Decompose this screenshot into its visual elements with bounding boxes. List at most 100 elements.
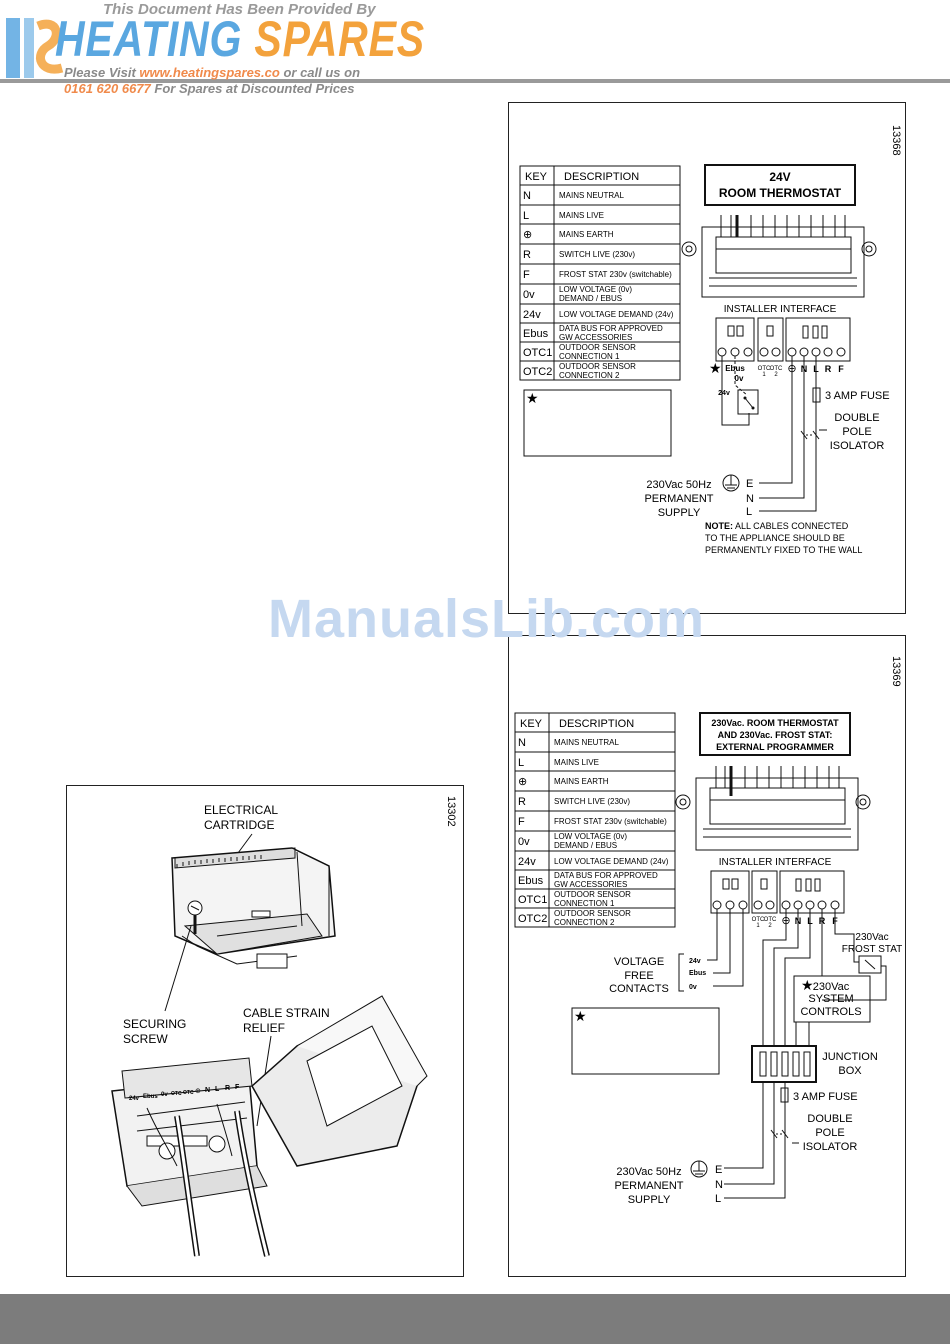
desc-cell: MAINS NEUTRAL [554, 738, 619, 747]
diagram-electrical-cartridge: 13302 ELECTRICAL CARTRIDGE SECURING SCRE… [66, 785, 464, 1277]
term-label-otc2-num: 2 [768, 923, 772, 929]
key-table: KEY DESCRIPTION N MAINS NEUTRAL L MAINS … [514, 712, 676, 928]
thermostat-title-2: ROOM THERMOSTAT [719, 186, 842, 200]
supply-e: E [715, 1164, 722, 1176]
key-cell: OTC1 [518, 894, 547, 906]
sys-label-2: SYSTEM [808, 993, 853, 1005]
manualslib-watermark: ManualsLib.com [268, 589, 706, 649]
cartridge-label-2: CARTRIDGE [204, 818, 274, 832]
key-cell: N [523, 190, 531, 202]
vfc-label-2: FREE [624, 970, 653, 982]
figure-number: 13369 [890, 656, 902, 687]
desc-cell: SWITCH LIVE (230v) [559, 250, 635, 259]
desc-cell: FROST STAT 230v (switchable) [554, 817, 667, 826]
desc-cell: OUTDOOR SENSOR [554, 909, 631, 918]
visit-url-link[interactable]: www.heatingspares.co [139, 65, 280, 80]
term-earth: ⊕ [195, 1088, 201, 1095]
banner-provided-by: This Document Has Been Provided By [103, 1, 376, 18]
visit-prefix: Please Visit [64, 65, 136, 80]
key-cell: 0v [518, 836, 530, 848]
note-bold: NOTE: [705, 521, 733, 531]
key-cell: Ebus [523, 328, 549, 340]
terminal-blocks: OTC 1 OTC 2 ⊕ N L R F [710, 870, 845, 929]
key-header: KEY [525, 171, 548, 183]
desc-cell: OUTDOOR SENSOR [559, 362, 636, 371]
terminal-blocks: Ebus OTC 1 OTC 2 ⊕ N L R F 0v 24v ★ [709, 317, 851, 397]
screw-label-2: SCREW [123, 1032, 168, 1046]
desc-cell: MAINS EARTH [559, 230, 614, 239]
screw-label-1: SECURING [123, 1017, 186, 1031]
term-label-otc1-num: 1 [762, 372, 766, 378]
relief-label-1: CABLE STRAIN [243, 1006, 330, 1020]
open-cartridge-drawing: 24v Ebus 0v OTC OTC ⊕ N L R F [111, 995, 428, 1257]
desc-cell: DATA BUS FOR APPROVED [554, 871, 658, 880]
phone-suffix: For Spares at Discounted Prices [154, 81, 355, 96]
term-label-0v: 0v [735, 374, 744, 383]
term-label-otc1: OTC [752, 917, 765, 923]
desc-cell: MAINS NEUTRAL [559, 191, 624, 200]
desc-cell: DATA BUS FOR APPROVED [559, 324, 663, 333]
diagram-24v-thermostat: 13368 KEY DESCRIPTION N MAINS NEUTRAL L … [508, 102, 906, 614]
supply-label-1: 230Vac 50Hz [646, 479, 711, 491]
junction-label-2: BOX [838, 1065, 862, 1077]
cartridge-drawing [171, 847, 336, 969]
key-cell: R [518, 796, 526, 808]
supply-label-1: 230Vac 50Hz [616, 1166, 681, 1178]
isolator-label-3: ISOLATOR [803, 1141, 858, 1153]
key-cell: R [523, 249, 531, 261]
term-ebus: Ebus [143, 1094, 158, 1100]
diagram-230vac-svg: 13369 KEY DESCRIPTION N MAINS NEUTRAL L … [514, 656, 902, 1206]
vfc-label-3: CONTACTS [609, 983, 669, 995]
supply-label-2: PERMANENT [644, 493, 713, 505]
term-label-f: F [838, 364, 844, 374]
desc-header: DESCRIPTION [564, 171, 639, 183]
desc-cell: FROST STAT 230v (switchable) [559, 270, 672, 279]
sys-label-1: 230Vac [813, 981, 850, 993]
star-note-box: ★ [571, 1007, 720, 1075]
frost-stat: 230Vac FROST STAT [822, 909, 902, 1001]
term-r: R [225, 1085, 230, 1092]
term-l: L [215, 1086, 220, 1093]
desc-cell: DEMAND / EBUS [559, 294, 622, 303]
supply-n: N [715, 1179, 723, 1191]
isolator-label-2: POLE [842, 426, 871, 438]
desc-cell: MAINS LIVE [554, 758, 599, 767]
star-marker: ★ [709, 360, 722, 376]
key-cell: OTC2 [518, 913, 547, 925]
desc-cell: LOW VOLTAGE (0v) [559, 285, 632, 294]
term-label-otc2: OTC [764, 917, 777, 923]
desc-cell: MAINS LIVE [559, 211, 604, 220]
term-label-otc2-num: 2 [774, 372, 778, 378]
key-cell: F [523, 269, 530, 281]
key-cell: OTC2 [523, 366, 552, 378]
supply-e: E [746, 478, 753, 490]
vfc-ebus: Ebus [689, 970, 706, 977]
heatingspares-banner: This Document Has Been Provided By HEATI… [0, 0, 950, 100]
term-label-24v: 24v [718, 390, 730, 397]
desc-cell: CONNECTION 2 [554, 918, 615, 927]
visit-suffix: or call us on [283, 65, 361, 80]
key-cell: OTC1 [523, 347, 552, 359]
supply-l: L [715, 1193, 721, 1205]
footer-bar [0, 1294, 950, 1344]
permanent-supply: 230Vac 50Hz PERMANENT SUPPLY E N L [614, 1160, 723, 1206]
star-marker: ★ [801, 977, 814, 993]
diagram-cartridge-svg: 13302 ELECTRICAL CARTRIDGE SECURING SCRE… [111, 796, 457, 1257]
permanent-supply: 230Vac 50Hz PERMANENT SUPPLY E N L [644, 474, 754, 519]
star-icon: ★ [574, 1008, 587, 1024]
desc-cell: CONNECTION 2 [559, 371, 620, 380]
earth-symbol-icon [722, 474, 740, 492]
key-cell: 0v [523, 289, 535, 301]
desc-cell: OUTDOOR SENSOR [554, 890, 631, 899]
mains-wiring: 3 AMP FUSE DOUBLE POLE ISOLATOR [759, 356, 890, 512]
thermostat-box: 24V ROOM THERMOSTAT [704, 164, 856, 206]
desc-cell: OUTDOOR SENSOR [559, 343, 636, 352]
junction-label-1: JUNCTION [822, 1051, 878, 1063]
header-line-3: EXTERNAL PROGRAMMER [716, 742, 834, 752]
supply-l: L [746, 506, 752, 518]
desc-cell: LOW VOLTAGE (0v) [554, 832, 627, 841]
term-otc: OTC [183, 1090, 194, 1096]
installer-interface-label: INSTALLER INTERFACE [724, 304, 837, 315]
header-line-1: 230Vac. ROOM THERMOSTAT [711, 718, 839, 728]
diagram-230vac-controls: 13369 KEY DESCRIPTION N MAINS NEUTRAL L … [508, 635, 906, 1277]
